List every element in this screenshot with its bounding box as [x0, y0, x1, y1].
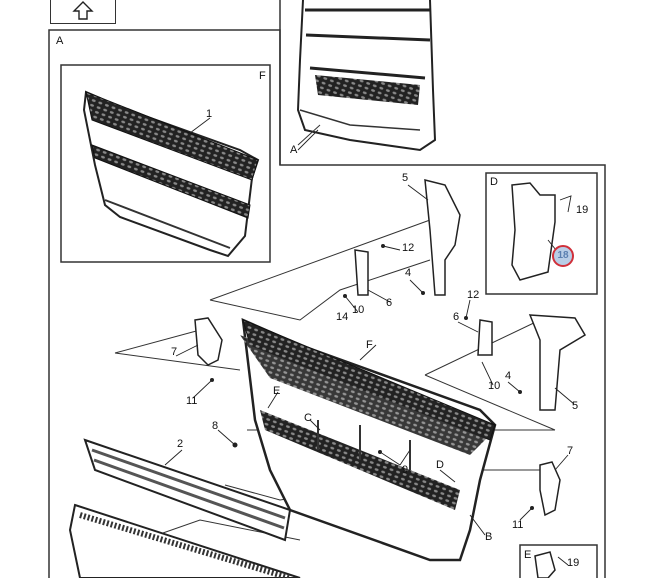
- lower-panel-3: [68, 503, 301, 578]
- grille-f-view: [82, 90, 260, 258]
- view-e-frame: [519, 544, 598, 578]
- part-19-label[interactable]: 19: [576, 204, 589, 216]
- part-6-label[interactable]: 6: [453, 311, 460, 323]
- grille-b-label[interactable]: B: [485, 531, 493, 543]
- part-2-label[interactable]: 2: [177, 438, 184, 450]
- part-14-label[interactable]: 14: [336, 311, 349, 323]
- grille-d-label[interactable]: D: [436, 459, 444, 471]
- up-button[interactable]: [50, 0, 116, 24]
- part-12-label[interactable]: 12: [402, 242, 415, 254]
- part-10-label[interactable]: 10: [352, 304, 365, 316]
- part-7-label[interactable]: 7: [567, 445, 574, 457]
- hinge-7-left: [194, 317, 223, 366]
- view-f-label: F: [259, 70, 266, 82]
- truck-front-overview: [296, 0, 437, 152]
- grille-e-label[interactable]: E: [273, 385, 281, 397]
- part-5-label[interactable]: 5: [402, 172, 409, 184]
- part-11-label[interactable]: 11: [512, 519, 524, 531]
- part-12-label[interactable]: 12: [467, 289, 480, 301]
- part-4-label[interactable]: 4: [505, 370, 512, 382]
- view-a-label: A: [56, 35, 64, 47]
- grille-c-label[interactable]: C: [304, 412, 312, 424]
- part-18-highlighted-callout[interactable]: 18: [552, 245, 574, 267]
- part-11-label[interactable]: 11: [186, 395, 198, 407]
- fasteners: [210, 244, 534, 510]
- part-7-label[interactable]: 7: [171, 346, 178, 358]
- view-e-label: E: [524, 549, 532, 561]
- part-5-label[interactable]: 5: [572, 400, 579, 412]
- main-grille: [240, 317, 497, 562]
- brackets: [194, 179, 587, 578]
- view-d-label: D: [490, 176, 498, 188]
- bracket-6-lower: [477, 319, 493, 356]
- grille-f-label[interactable]: F: [366, 339, 373, 351]
- part-19-label[interactable]: 19: [567, 557, 580, 569]
- bracket-e-view: [534, 551, 556, 578]
- bracket-5-lower: [528, 314, 587, 411]
- leader-lines: [164, 117, 575, 566]
- truck-view-a-label: A: [290, 144, 298, 156]
- part-6-label[interactable]: 6: [386, 297, 393, 309]
- hinge-7-right: [539, 461, 561, 517]
- part-9-label[interactable]: 9: [402, 464, 409, 476]
- bracket-d-view: [511, 182, 556, 281]
- part-10-label[interactable]: 10: [488, 380, 501, 392]
- part-1-label[interactable]: 1: [206, 108, 213, 120]
- part-8-label[interactable]: 8: [212, 420, 219, 432]
- bracket-6-upper: [354, 249, 369, 296]
- lower-panel-2: [83, 438, 292, 542]
- up-arrow-icon: [72, 1, 94, 20]
- part-4-label[interactable]: 4: [405, 267, 412, 279]
- view-d-frame: [485, 172, 598, 295]
- view-f-frame: [60, 64, 271, 263]
- bracket-5-upper: [424, 179, 461, 296]
